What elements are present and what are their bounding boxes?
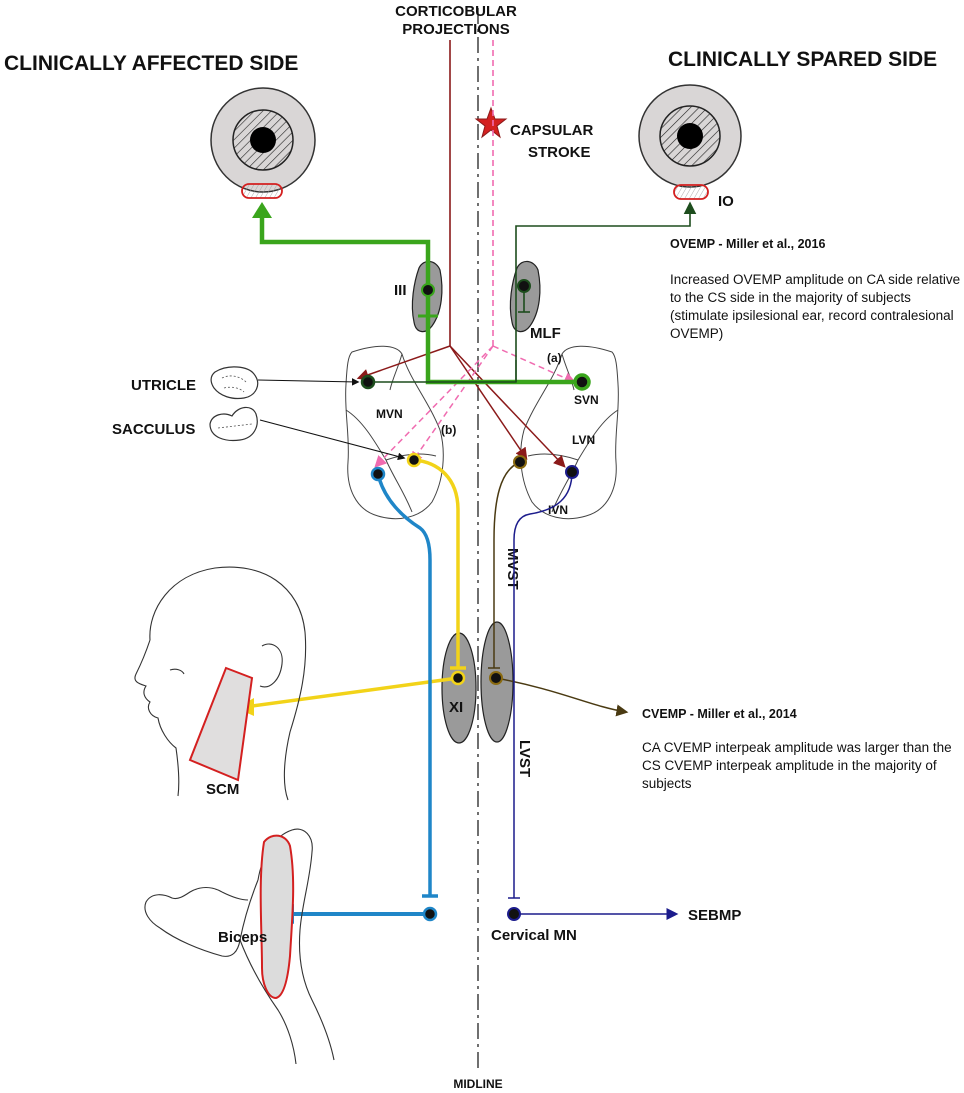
ovemp-text-line4: OVEMP) — [670, 326, 723, 341]
neurons — [360, 279, 591, 922]
ovemp-text-line3: (stimulate ipsilesional ear, record cont… — [670, 308, 954, 323]
cervical-mn-right — [507, 907, 521, 921]
utricle-icon — [210, 366, 259, 400]
path-a-label: (a) — [547, 351, 562, 365]
cvemp-text-line1: CA CVEMP interpeak amplitude was larger … — [642, 740, 952, 755]
biceps-label: Biceps — [218, 929, 267, 946]
capsular-label-line1: CAPSULAR — [510, 122, 594, 139]
xi-neuron-right — [489, 671, 503, 685]
sebmp-label: SEBMP — [688, 907, 741, 924]
cvemp-title: CVEMP - Miller et al., 2014 — [642, 707, 797, 721]
left-inferior-oblique-muscle — [241, 183, 283, 199]
head-illustration — [134, 566, 307, 801]
spared-side-heading: CLINICALLY SPARED SIDE — [668, 48, 937, 71]
corticobular-dark-branches — [356, 345, 566, 468]
right-eye — [638, 84, 742, 200]
xi-label: XI — [449, 699, 463, 716]
mvn-neuron-blue — [370, 466, 386, 482]
sacculus-afferent-arrow — [259, 419, 406, 461]
lvn-label: LVN — [572, 433, 595, 447]
spared-ovemp-pathway — [515, 201, 697, 382]
cvemp-output-arrow — [495, 677, 629, 717]
scm-muscle — [188, 666, 254, 782]
svn-label: SVN — [574, 393, 599, 407]
xi-neuron-left — [450, 670, 466, 686]
cervical-mn-label: Cervical MN — [491, 927, 577, 944]
utricle-afferent-arrow — [257, 378, 360, 386]
capsular-label-line2: STROKE — [528, 144, 591, 161]
utricle-label: UTRICLE — [131, 377, 196, 394]
ovemp-text-line2: to the CS side in the majority of subjec… — [670, 290, 911, 305]
sacculo-collic-yellow-pathway — [413, 458, 460, 668]
ovemp-arrowhead-left — [252, 202, 272, 218]
io-label: IO — [718, 193, 734, 210]
capsular-stroke-star-icon — [474, 106, 508, 139]
mvn-label: MVN — [376, 407, 403, 421]
svn-neuron-right — [573, 373, 591, 391]
ovemp-title: OVEMP - Miller et al., 2016 — [670, 237, 825, 251]
mvst-pathway — [493, 461, 521, 668]
sacculus-icon — [209, 406, 258, 442]
left-eye — [210, 87, 316, 199]
iii-label: III — [394, 282, 407, 299]
corticobular-label-line2: PROJECTIONS — [402, 21, 510, 38]
utricular-neuron-left — [360, 374, 376, 390]
cvemp-text-line3: subjects — [642, 776, 692, 791]
sacculus-label: SACCULUS — [112, 421, 195, 438]
biceps-muscle — [259, 834, 295, 1000]
path-b-label: (b) — [441, 423, 456, 437]
right-inferior-oblique-muscle — [673, 184, 709, 200]
cvemp-text-line2: CS CVEMP interpeak amplitude in the majo… — [642, 758, 937, 773]
mvn-neuron-yellow — [406, 452, 422, 468]
iii-neuron-right — [517, 279, 531, 293]
right-vestibular-nuclei — [520, 345, 619, 520]
scm-label: SCM — [206, 781, 239, 798]
mlf-label: MLF — [530, 325, 561, 342]
cervical-mn-left — [422, 906, 438, 922]
corticobular-label-line1: CORTICOBULAR — [395, 3, 517, 20]
lvn-neuron-brown — [513, 455, 527, 469]
ovemp-text-line1: Increased OVEMP amplitude on CA side rel… — [670, 272, 960, 287]
corticobular-pink-branches — [374, 345, 577, 468]
right-oculomotor-nucleus — [509, 260, 541, 333]
arm-illustration — [144, 828, 335, 1065]
lvst-label: LVST — [516, 740, 533, 777]
iii-neuron-left — [421, 283, 435, 297]
midline-label: MIDLINE — [453, 1077, 502, 1091]
xi-to-scm-pathway — [251, 676, 459, 708]
lvst-pathway — [513, 471, 573, 898]
blue-descending-pathway — [376, 473, 432, 896]
affected-side-heading: CLINICALLY AFFECTED SIDE — [4, 52, 298, 75]
mvst-label: MVST — [504, 548, 521, 590]
left-vestibular-nuclei — [345, 345, 444, 520]
lvn-neuron-navy — [565, 465, 579, 479]
ivn-label: IVN — [548, 503, 568, 517]
